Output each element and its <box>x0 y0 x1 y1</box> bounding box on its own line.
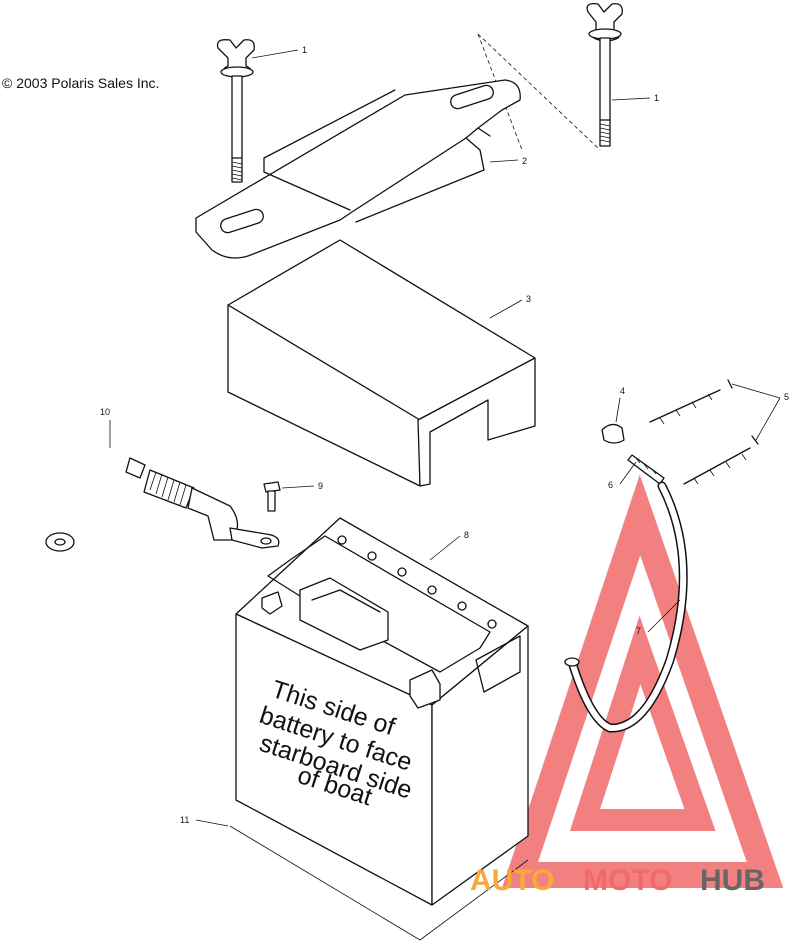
callout-6: 6 <box>608 480 613 490</box>
watermark-auto: AUTO <box>470 864 554 897</box>
watermark-text: AUTO MOTO HUB <box>470 864 765 897</box>
vent-tube <box>564 481 688 733</box>
watermark-logo <box>501 474 784 888</box>
callout-1-left: 1 <box>302 45 307 55</box>
callout-11: 11 <box>180 815 189 825</box>
callout-3: 3 <box>526 294 531 304</box>
callout-7: 7 <box>636 626 641 636</box>
battery-tray <box>229 825 529 941</box>
construction-lines <box>477 33 601 151</box>
callout-2: 2 <box>522 156 527 166</box>
battery-cover <box>227 239 536 487</box>
battery <box>235 517 529 906</box>
watermark-triangle-inner <box>569 615 716 831</box>
terminal-bolt <box>263 481 281 512</box>
negative-cable <box>18 450 280 552</box>
vent-hardware <box>601 379 759 485</box>
leader-lines <box>109 49 781 827</box>
callout-1-right: 1 <box>654 93 659 103</box>
callout-8: 8 <box>464 530 469 540</box>
copyright-notice: © 2003 Polaris Sales Inc. <box>2 75 160 91</box>
hold-down-bracket <box>195 79 521 259</box>
wing-bolt-right <box>586 3 623 147</box>
callout-10: 10 <box>100 407 110 417</box>
callout-9: 9 <box>318 481 323 491</box>
watermark-hub: HUB <box>700 864 765 897</box>
callout-5: 5 <box>784 392 789 402</box>
wing-bolt-left <box>216 39 255 183</box>
callout-4: 4 <box>620 386 625 396</box>
watermark-moto: MOTO <box>583 864 672 897</box>
